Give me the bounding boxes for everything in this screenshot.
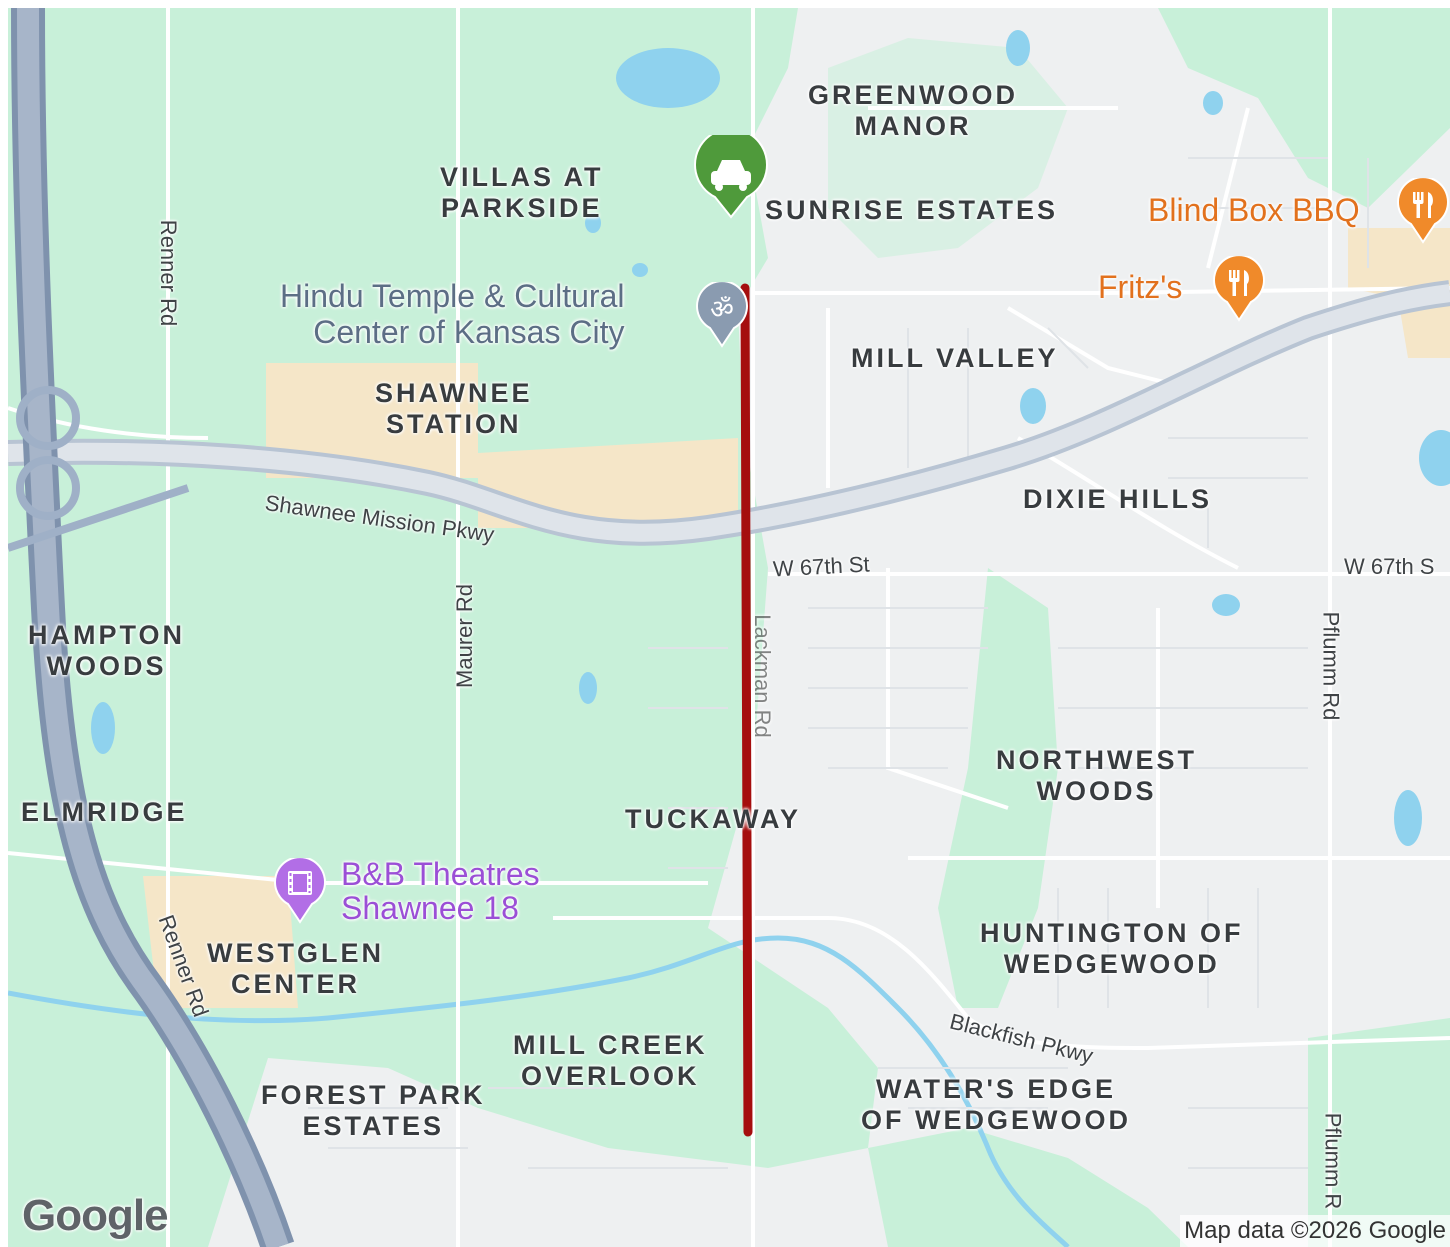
label-line: MILL VALLEY [851, 343, 1059, 373]
label-line: OVERLOOK [521, 1061, 700, 1091]
label-northwest-woods: NORTHWEST WOODS [996, 745, 1197, 807]
car-pin[interactable] [693, 135, 769, 219]
mill-creek [8, 935, 1070, 1247]
theater-pin[interactable] [273, 858, 327, 924]
label-mill-creek-overlook: MILL CREEK OVERLOOK [513, 1030, 708, 1092]
label-line: WATER'S EDGE [876, 1074, 1116, 1104]
label-dixie-hills: DIXIE HILLS [1023, 484, 1212, 515]
fritzs-pin[interactable] [1212, 256, 1266, 322]
pond-10 [1006, 30, 1030, 66]
label-line: FOREST PARK [261, 1080, 486, 1110]
label-line: STATION [386, 409, 522, 439]
road-label-pflumm-rd-north: Pflumm Rd [1318, 611, 1344, 721]
label-villas-at-parkside: VILLAS AT PARKSIDE [440, 162, 604, 224]
label-line: WOODS [1036, 776, 1157, 806]
label-line: ESTATES [302, 1111, 445, 1141]
google-logo[interactable]: Google [22, 1191, 169, 1240]
pond-2 [632, 263, 648, 277]
label-line: NORTHWEST [996, 745, 1197, 775]
label-line: OF WEDGEWOOD [861, 1105, 1131, 1135]
commercial-shawnee-station [266, 363, 738, 528]
pond-8 [579, 672, 597, 704]
label-greenwood-manor: GREENWOOD MANOR [808, 80, 1018, 142]
label-line: HUNTINGTON OF [980, 918, 1244, 948]
label-westglen-center: WESTGLEN CENTER [207, 938, 384, 1000]
label-line: VILLAS AT [440, 162, 604, 192]
pond-9 [1203, 91, 1223, 115]
highway-i435 [11, 8, 295, 1247]
car-icon [711, 160, 751, 191]
label-line: WEDGEWOOD [1003, 949, 1220, 979]
map-attribution[interactable]: Map data ©2026 Google [1180, 1215, 1450, 1247]
lake-north [616, 48, 720, 108]
pond-5 [1419, 430, 1450, 486]
route-line [740, 283, 753, 1137]
label-line: MILL CREEK [513, 1030, 708, 1060]
film-icon [288, 871, 312, 895]
commercial-westglen [143, 876, 298, 1008]
park-area-east-strip [938, 568, 1058, 1008]
park-area-north-east [1158, 8, 1450, 208]
label-sunrise-estates: SUNRISE ESTATES [765, 195, 1058, 226]
label-line: WOODS [46, 651, 167, 681]
label-waters-edge-of-wedgewood: WATER'S EDGE OF WEDGEWOOD [861, 1074, 1131, 1136]
road-label-pflumm-rd-south: Pflumm R [1320, 1112, 1346, 1210]
road-label-w-67th-st-east: W 67th S [1344, 554, 1435, 579]
poi-label-line: Center of Kansas City [313, 314, 625, 350]
interchange-loops [8, 386, 190, 552]
om-icon: ॐ [710, 295, 734, 325]
fork-knife-icon [1413, 192, 1433, 218]
label-line: DIXIE HILLS [1023, 484, 1213, 514]
road-label-renner-rd-north: Renner Rd [156, 219, 182, 327]
poi-label-fritzs[interactable]: Fritz's [1098, 269, 1183, 305]
minor-streets [308, 157, 1369, 1169]
poi-label-bb-theatres[interactable]: B&B Theatres Shawnee 18 [341, 857, 540, 925]
temple-pin[interactable]: ॐ [695, 282, 749, 348]
label-huntington-of-wedgewood: HUNTINGTON OF WEDGEWOOD [980, 918, 1244, 980]
blind-box-bbq-pin[interactable] [1396, 178, 1450, 244]
label-line: SUNRISE ESTATES [765, 195, 1059, 225]
pond-7 [91, 702, 115, 754]
label-line: MANOR [854, 111, 972, 141]
label-line: SHAWNEE [375, 378, 533, 408]
poi-label-line: Hindu Temple & Cultural [280, 278, 625, 314]
label-shawnee-station: SHAWNEE STATION [375, 378, 533, 440]
label-line: HAMPTON [28, 620, 186, 650]
label-line: CENTER [230, 969, 360, 999]
label-line: TUCKAWAY [625, 804, 802, 834]
highway-shawnee-mission-pkwy [8, 280, 1450, 546]
label-line: GREENWOOD [808, 80, 1019, 110]
road-label-w-67th-st: W 67th St [772, 551, 871, 582]
label-forest-park-estates: FOREST PARK ESTATES [261, 1080, 486, 1142]
label-line: PARKSIDE [440, 193, 603, 223]
label-line: WESTGLEN [207, 938, 384, 968]
pond-6 [1394, 790, 1422, 846]
poi-label-blind-box-bbq[interactable]: Blind Box BBQ [1148, 192, 1360, 228]
park-area-southeast [1308, 1018, 1450, 1247]
label-mill-valley: MILL VALLEY [851, 343, 1059, 374]
label-line: ELMRIDGE [21, 797, 188, 827]
park-area-creek [868, 1128, 1188, 1247]
poi-label-line: B&B Theatres [341, 856, 540, 892]
map-canvas[interactable]: GREENWOOD MANOR VILLAS AT PARKSIDE SUNRI… [8, 8, 1450, 1247]
label-elmridge: ELMRIDGE [21, 797, 188, 828]
fork-knife-icon [1229, 270, 1249, 296]
pond-1 [585, 213, 601, 233]
road-label-maurer-rd: Maurer Rd [451, 584, 477, 688]
poi-label-hindu-temple[interactable]: Hindu Temple & Cultural Center of Kansas… [280, 278, 624, 350]
poi-label-line: Shawnee 18 [341, 890, 519, 926]
label-hampton-woods: HAMPTON WOODS [28, 620, 185, 682]
road-label-lackman-rd: Lackman Rd [749, 614, 775, 738]
park-area-northwood [828, 38, 1068, 258]
label-tuckaway: TUCKAWAY [625, 804, 801, 835]
local-streets [8, 8, 1450, 1247]
pond-3 [1020, 388, 1046, 424]
pond-4 [1212, 594, 1240, 616]
